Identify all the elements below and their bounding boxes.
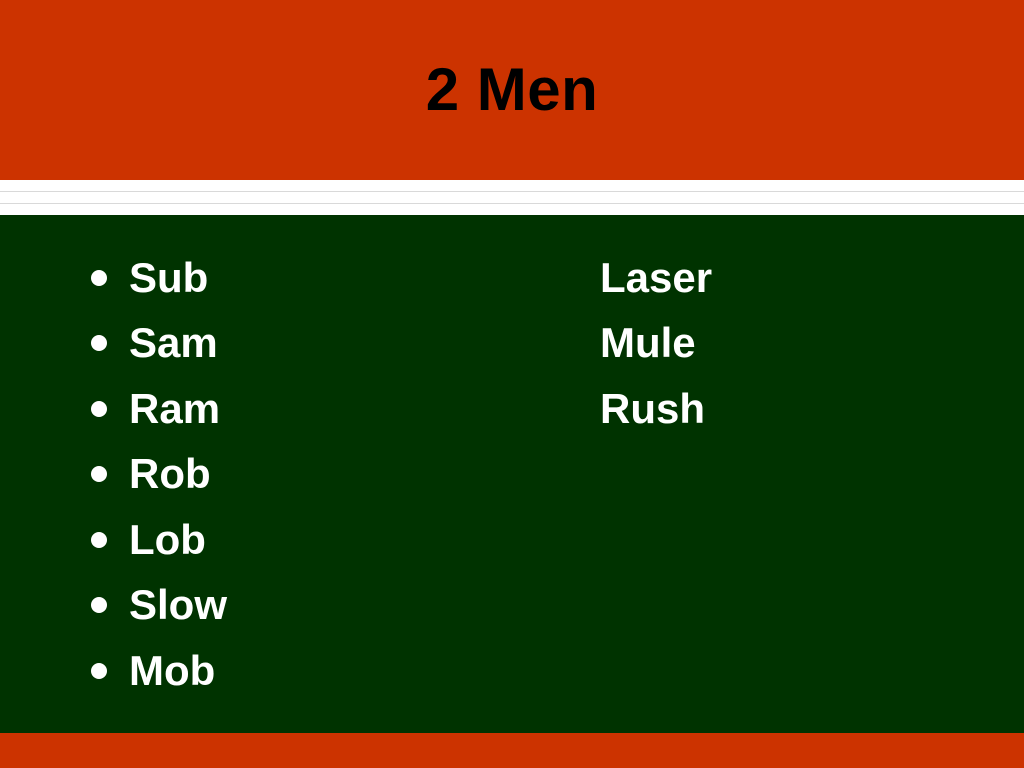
list-item-label: Sub [129, 253, 209, 301]
slide-title: 2 Men [425, 55, 599, 123]
footer-band [0, 733, 1024, 768]
bullet-list-left: Sub Sam Ram Rob Lob Slow Mob [88, 245, 227, 704]
list-item-label: Lob [129, 515, 206, 563]
list-item-label: Rush [600, 384, 705, 432]
list-item: Ram [88, 376, 227, 442]
list-item-label: Mob [129, 646, 216, 694]
list-item: Rush [600, 376, 712, 442]
list-item: Sub [88, 245, 227, 311]
divider-line [0, 203, 1024, 204]
bullet-icon [91, 400, 107, 417]
title-band: 2 Men [0, 0, 1024, 180]
bullet-icon [91, 531, 107, 548]
list-item: Mob [88, 638, 227, 704]
list-item: Mule [600, 311, 712, 377]
list-item: Rob [88, 442, 227, 508]
bullet-icon [91, 662, 107, 679]
list-item: Slow [88, 573, 227, 639]
list-item-label: Slow [129, 581, 228, 629]
bullet-icon [91, 335, 107, 352]
list-item-label: Ram [129, 384, 221, 432]
list-item: Sam [88, 311, 227, 377]
list-item-label: Mule [600, 319, 696, 367]
word-list-right: Laser Mule Rush [600, 245, 712, 442]
bullet-icon [91, 466, 107, 483]
bullet-icon [91, 597, 107, 614]
content-area: Sub Sam Ram Rob Lob Slow Mob Laser Mule … [0, 215, 1024, 733]
divider-line [0, 191, 1024, 192]
bullet-icon [91, 269, 107, 286]
list-item: Laser [600, 245, 712, 311]
list-item-label: Laser [600, 253, 713, 301]
divider-stripes [0, 180, 1024, 215]
list-item-label: Sam [129, 319, 218, 367]
list-item-label: Rob [129, 450, 211, 498]
list-item: Lob [88, 507, 227, 573]
